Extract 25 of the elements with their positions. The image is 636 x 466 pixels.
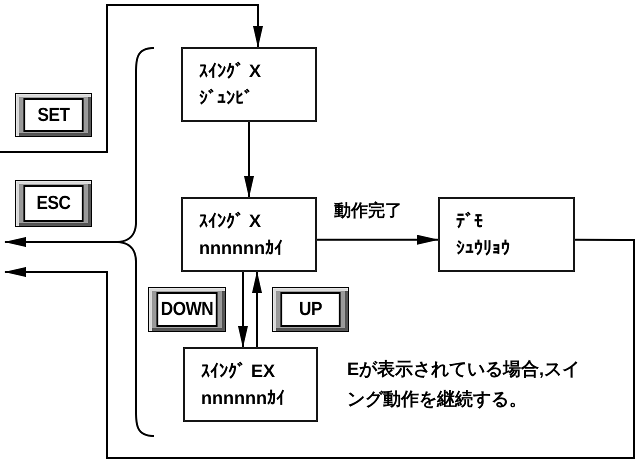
key-label: DOWN — [156, 292, 218, 327]
display-box — [438, 197, 575, 272]
display-text: nnnnnnｶｲ — [199, 236, 284, 259]
display-text: ｼｭｳﾘｮｳ — [456, 236, 511, 259]
arrow — [317, 234, 439, 245]
key-label: ESC — [23, 185, 84, 222]
display-text: ｽｲﾝｸﾞ X — [199, 60, 262, 82]
display-text: ｽｲﾝｸﾞ X — [199, 210, 262, 232]
display-text: ｼﾞｭﾝﾋﾞ — [199, 86, 254, 109]
display-box — [183, 347, 318, 422]
display-text: nnnnnnｶｲ — [201, 386, 286, 409]
display-text: ｽｲﾝｸﾞ EX — [201, 360, 276, 382]
key-label: SET — [23, 98, 84, 132]
arrow — [4, 238, 635, 459]
arrow — [0, 4, 263, 153]
display-box — [181, 47, 317, 122]
display-text: ﾃﾞﾓ — [456, 210, 484, 232]
note-text: Eが表示されている場合,スイング動作を継続する。 — [347, 358, 582, 411]
arrow — [252, 271, 262, 347]
arrow — [244, 122, 254, 198]
key-label: UP — [280, 292, 341, 327]
curly-brace — [116, 47, 154, 437]
arrow — [4, 237, 116, 247]
arrow — [238, 272, 248, 348]
display-box — [181, 197, 317, 272]
